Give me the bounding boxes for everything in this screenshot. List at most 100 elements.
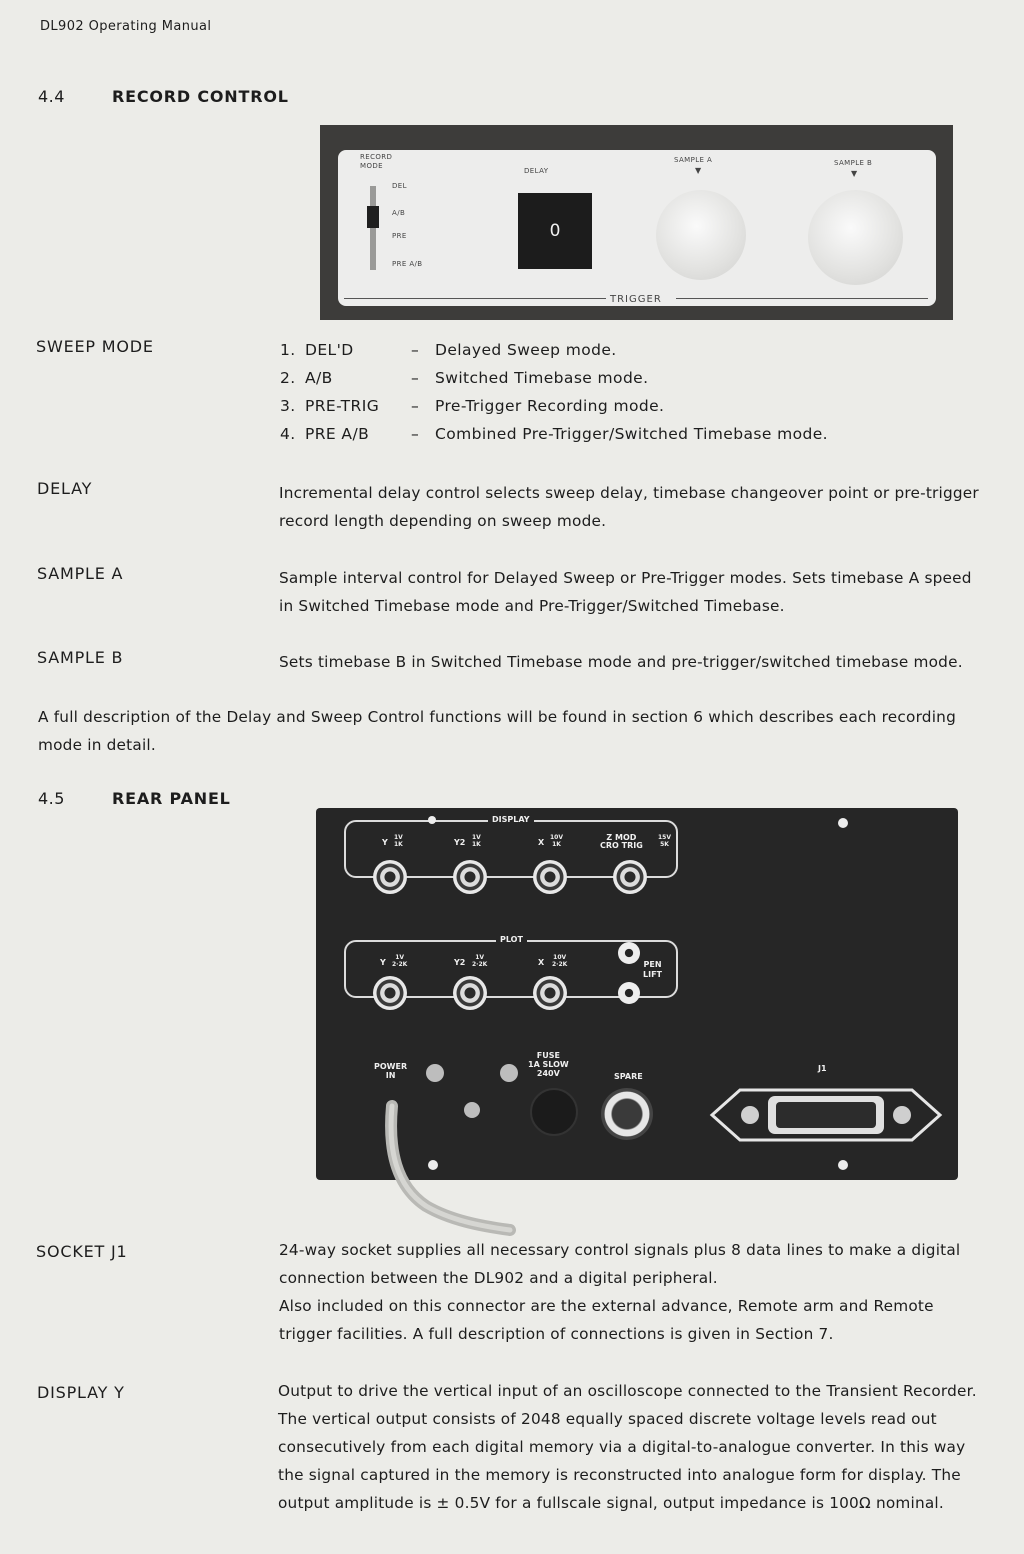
pen-lift-label: PEN LIFT xyxy=(643,960,662,979)
sample-a-panel-label: SAMPLE A xyxy=(674,156,713,164)
mounting-hole xyxy=(428,1160,438,1170)
item-name: PRE-TRIG xyxy=(305,397,380,415)
text-line: Also included on this connector are the … xyxy=(279,1297,934,1315)
screw-icon xyxy=(464,1102,480,1118)
page-header: DL902 Operating Manual xyxy=(40,19,212,34)
display-y-section-label: DISPLAY Y xyxy=(37,1383,125,1402)
display-indicator-dot xyxy=(428,816,436,824)
text-line: 24-way socket supplies all necessary con… xyxy=(279,1241,961,1259)
section-number: 4.5 xyxy=(38,789,65,808)
full-description-paragraph: A full description of the Delay and Swee… xyxy=(38,703,998,759)
text-line: connection between the DL902 and a digit… xyxy=(279,1269,718,1287)
item-dash: – xyxy=(411,397,420,415)
item-description: Delayed Sweep mode. xyxy=(435,341,617,359)
rear-panel-photo: DISPLAY Y 1V 1K Y2 1V 1K X 10V 1K Z MOD … xyxy=(316,808,958,1180)
text-line: Sample interval control for Delayed Swee… xyxy=(279,569,972,587)
mounting-hole xyxy=(838,818,848,828)
delay-label: DELAY xyxy=(37,479,93,498)
j1-connector xyxy=(709,1088,943,1142)
plot-x-spec: 10V 2·2K xyxy=(552,954,568,968)
screw-icon xyxy=(500,1064,518,1082)
display-z-spec: 15V 5K xyxy=(658,834,671,848)
display-group-label: DISPLAY xyxy=(488,815,534,824)
record-mode-label: RECORD MODE xyxy=(360,153,393,170)
display-y-description: Output to drive the vertical input of an… xyxy=(278,1377,1008,1517)
mode-position: A/B xyxy=(392,209,406,217)
plot-x-label: X xyxy=(538,958,545,967)
sample-b-label: SAMPLE B xyxy=(37,648,124,667)
text-line: consecutively from each digital memory v… xyxy=(278,1438,966,1456)
text-line: the signal captured in the memory is rec… xyxy=(278,1466,961,1484)
mounting-hole xyxy=(838,1160,848,1170)
item-number: 4. xyxy=(280,425,296,443)
delay-display: 0 xyxy=(518,193,592,269)
mode-position: PRE A/B xyxy=(392,260,423,268)
display-x-label: X xyxy=(538,838,545,847)
sample-a-pointer-icon: ▼ xyxy=(695,166,702,175)
mode-switch-slot xyxy=(370,186,376,270)
trigger-line-left xyxy=(344,298,606,299)
j1-label: J1 xyxy=(818,1064,827,1073)
sample-b-panel-label: SAMPLE B xyxy=(834,159,873,167)
item-number: 1. xyxy=(280,341,296,359)
socket-j1-label: SOCKET J1 xyxy=(36,1242,128,1261)
display-z-label: Z MOD CRO TRIG xyxy=(600,833,643,850)
item-dash: – xyxy=(411,425,420,443)
section-title: REAR PANEL xyxy=(112,789,231,808)
display-y2-connector xyxy=(453,860,487,894)
plot-y2-label: Y2 xyxy=(454,958,466,967)
text-line: A full description of the Delay and Swee… xyxy=(38,708,956,726)
plot-y2-connector xyxy=(453,976,487,1010)
sample-a-description: Sample interval control for Delayed Swee… xyxy=(279,564,999,620)
plot-y-connector xyxy=(373,976,407,1010)
sample-a-knob xyxy=(656,190,746,280)
text-line: mode in detail. xyxy=(38,736,156,754)
pen-lift-terminal-top xyxy=(618,942,640,964)
sample-a-label: SAMPLE A xyxy=(37,564,124,583)
display-y2-spec: 1V 1K xyxy=(472,834,481,848)
text-line: Incremental delay control selects sweep … xyxy=(279,484,979,502)
plot-y-label: Y xyxy=(380,958,386,967)
sweep-mode-label: SWEEP MODE xyxy=(36,337,154,356)
spare-label: SPARE xyxy=(614,1072,643,1081)
power-cable xyxy=(385,1100,516,1236)
delay-panel-label: DELAY xyxy=(524,167,549,175)
plot-y-spec: 1V 2·2K xyxy=(392,954,408,968)
plot-group-label: PLOT xyxy=(496,935,527,944)
power-in-label: POWER IN xyxy=(374,1062,408,1080)
item-number: 2. xyxy=(280,369,296,387)
fuse-holder xyxy=(530,1088,578,1136)
display-y-label: Y xyxy=(382,838,388,847)
item-dash: – xyxy=(411,341,420,359)
item-description: Switched Timebase mode. xyxy=(435,369,649,387)
section-title: RECORD CONTROL xyxy=(112,87,289,106)
plot-y2-spec: 1V 2·2K xyxy=(472,954,488,968)
mode-switch-lever xyxy=(367,206,379,228)
text-line: Output to drive the vertical input of an… xyxy=(278,1382,977,1400)
pen-lift-terminal-bottom xyxy=(618,982,640,1004)
sample-b-description: Sets timebase B in Switched Timebase mod… xyxy=(279,648,999,676)
trigger-label: TRIGGER xyxy=(610,294,662,305)
plot-x-connector xyxy=(533,976,567,1010)
screw-icon xyxy=(426,1064,444,1082)
trigger-line-right xyxy=(676,298,928,299)
text-line: record length depending on sweep mode. xyxy=(279,512,607,530)
display-y-spec: 1V 1K xyxy=(394,834,403,848)
mode-position: PRE xyxy=(392,232,407,240)
fuse-label: FUSE 1A SLOW 240V xyxy=(528,1051,569,1078)
display-x-spec: 10V 1K xyxy=(550,834,563,848)
text-line: in Switched Timebase mode and Pre-Trigge… xyxy=(279,597,785,615)
text-line: The vertical output consists of 2048 equ… xyxy=(278,1410,937,1428)
section-number: 4.4 xyxy=(38,87,65,106)
display-x-connector xyxy=(533,860,567,894)
item-number: 3. xyxy=(280,397,296,415)
text-line: Sets timebase B in Switched Timebase mod… xyxy=(279,653,963,671)
display-z-connector xyxy=(613,860,647,894)
record-control-panel-photo: RECORD MODE DEL A/B PRE PRE A/B DELAY 0 … xyxy=(320,125,953,320)
text-line: trigger facilities. A full description o… xyxy=(279,1325,834,1343)
panel-face: RECORD MODE DEL A/B PRE PRE A/B DELAY 0 … xyxy=(338,150,936,306)
item-dash: – xyxy=(411,369,420,387)
text-line: output amplitude is ± 0.5V for a fullsca… xyxy=(278,1494,944,1512)
display-y-connector xyxy=(373,860,407,894)
socket-j1-description: 24-way socket supplies all necessary con… xyxy=(279,1236,999,1348)
